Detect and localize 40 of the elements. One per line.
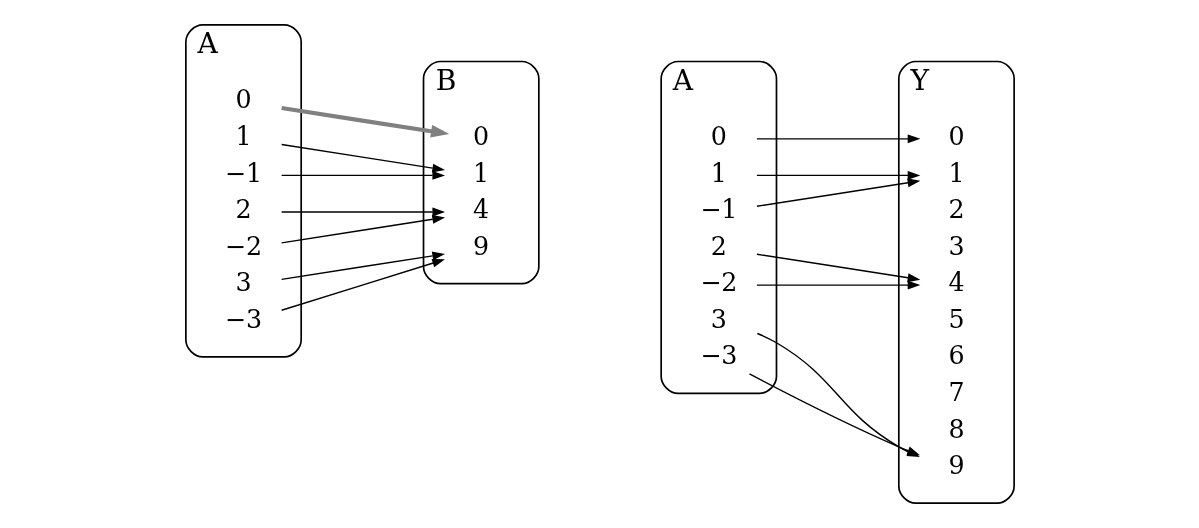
arrow — [755, 178, 920, 207]
arrow — [280, 251, 445, 281]
node-text: 1 — [947, 158, 965, 188]
node-text: 4 — [947, 268, 965, 298]
arrow — [755, 253, 920, 283]
arrow — [755, 280, 920, 290]
arrow — [280, 143, 445, 173]
node-text: 2 — [947, 195, 965, 225]
node-text: 4 — [472, 195, 489, 225]
node-text: 9 — [947, 451, 965, 481]
arrow — [755, 134, 920, 144]
arrow — [280, 170, 445, 180]
node-text: 1 — [472, 158, 489, 188]
arrow — [755, 170, 920, 180]
node-text: 3 — [947, 231, 965, 261]
node-text: 0 — [234, 85, 252, 115]
node-text: 3 — [710, 304, 727, 334]
node-text: 0 — [710, 122, 727, 152]
arrow — [280, 258, 445, 311]
node-text: 1 — [234, 122, 252, 152]
node-text: −2 — [224, 231, 262, 261]
node-text: 7 — [947, 377, 965, 407]
node-text: 2 — [710, 231, 727, 261]
node-text: 0 — [472, 122, 489, 152]
arrow — [280, 214, 445, 244]
node-text: 9 — [472, 231, 489, 261]
node-text: 8 — [947, 414, 965, 444]
node-text: 1 — [710, 158, 727, 188]
node-text: −3 — [224, 304, 262, 334]
arrow — [280, 105, 449, 138]
node-text: 5 — [947, 304, 965, 334]
node-text: −3 — [699, 341, 737, 371]
node-text: −1 — [224, 158, 262, 188]
node-text: 6 — [947, 341, 965, 371]
arrow — [280, 207, 445, 217]
node-text: 3 — [234, 268, 252, 298]
node-text: −1 — [699, 195, 737, 225]
node-text: 0 — [947, 122, 965, 152]
node-text: −2 — [699, 268, 737, 298]
node-text: 2 — [234, 195, 252, 225]
